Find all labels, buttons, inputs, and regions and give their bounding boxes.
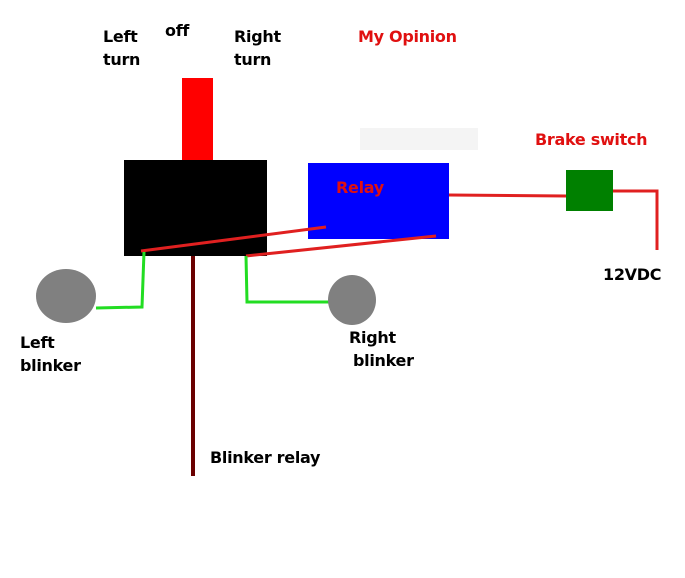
wire-left-blinker [95, 251, 146, 310]
brake-switch-box [566, 170, 613, 211]
my-opinion-heading: My Opinion [358, 27, 457, 46]
brake-switch-label: Brake switch [535, 130, 648, 149]
right-blinker-label: Right blinker [349, 328, 414, 370]
left-blinker-lamp [36, 269, 96, 323]
voltage-label: 12VDC [603, 265, 662, 284]
right-turn-label: Right turn [234, 27, 281, 69]
right-blinker-lamp [328, 275, 376, 325]
wire-right-blinker [244, 255, 330, 304]
relay-label: Relay [336, 178, 384, 197]
wire-relay-to-brake-switch [448, 193, 567, 198]
blinker-relay-label: Blinker relay [210, 448, 321, 467]
relay-box [308, 163, 449, 239]
wire-relay-to-right-terminal [245, 234, 437, 258]
wire-relay-to-left-terminal [140, 225, 327, 253]
faint-smudge [360, 128, 478, 150]
left-blinker-label: Left blinker [20, 333, 81, 375]
turn-signal-switch-body [124, 160, 267, 256]
switch-lever [182, 78, 213, 161]
off-label: off [165, 21, 190, 40]
left-turn-label: Left turn [103, 27, 141, 69]
wire-brake-switch-to-12vdc [613, 189, 659, 250]
